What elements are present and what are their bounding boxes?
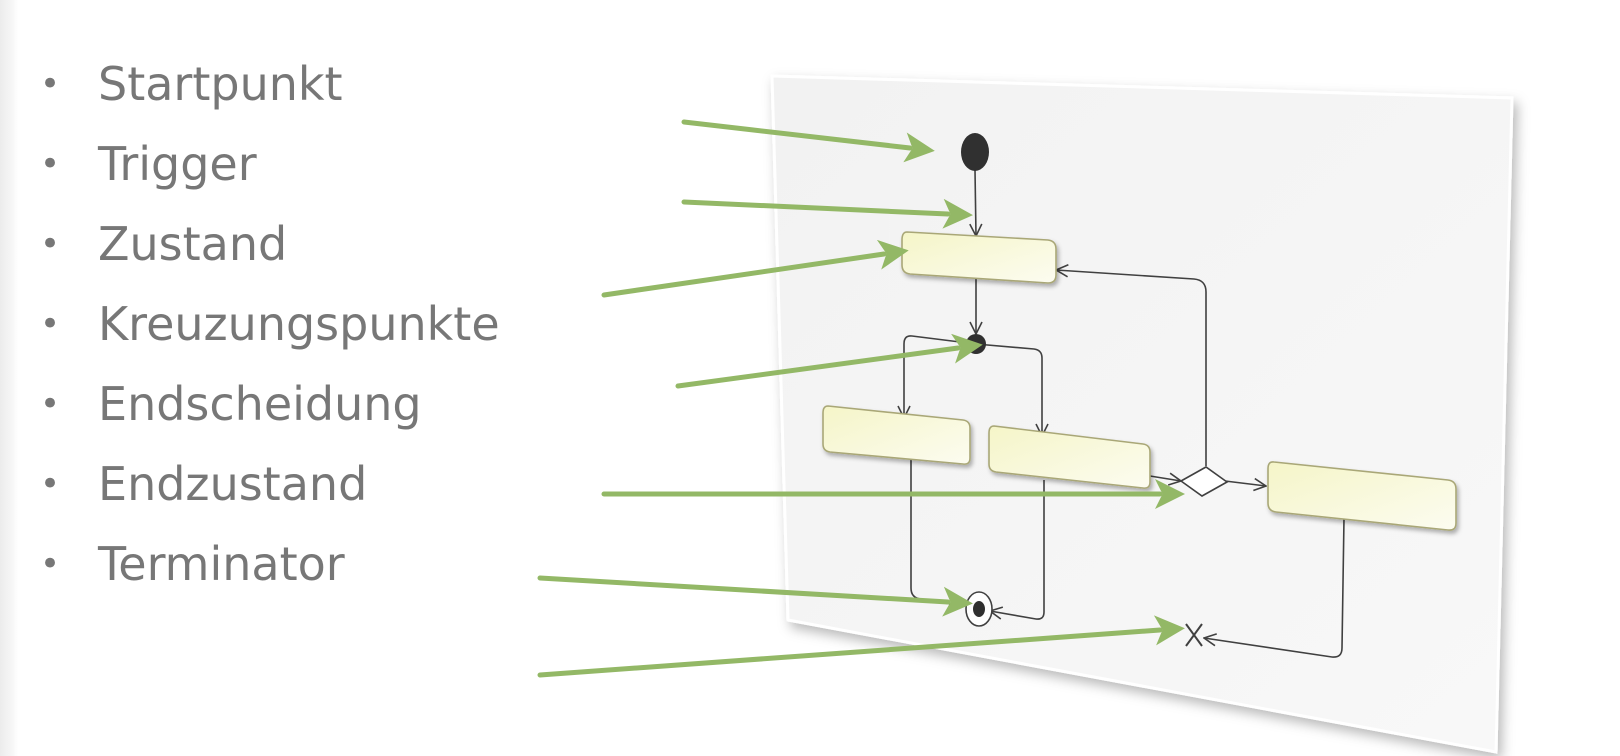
pointer-arrow-zustand (601, 239, 909, 298)
bullet-icon: • (40, 304, 61, 344)
edge-right-state-to-terminator (1204, 517, 1345, 658)
state-box-top (901, 231, 1057, 284)
terminator-x-icon (1185, 623, 1203, 647)
edge-decision-loop-back (1056, 270, 1207, 466)
pointer-arrow-kreuzungspunkte (675, 333, 983, 389)
list-item-startpunkt: • Startpunkt (30, 44, 500, 124)
bullet-icon: • (40, 384, 61, 424)
junction-node (966, 334, 986, 354)
edge-junction-left (904, 335, 977, 418)
edge-start-to-state (975, 169, 976, 236)
term-label: Kreuzungspunkte (98, 297, 500, 351)
bullet-icon: • (40, 544, 61, 584)
list-item-kreuzungspunkte: • Kreuzungspunkte (30, 284, 500, 364)
pointer-arrow-terminator (537, 615, 1185, 678)
state-box-right (1267, 461, 1457, 531)
bullet-icon: • (40, 224, 61, 264)
pointer-arrows (537, 119, 1185, 678)
state-box-left (822, 405, 971, 465)
pointer-arrow-trigger (681, 198, 973, 229)
term-label: Terminator (98, 537, 345, 591)
start-node (961, 133, 989, 171)
pointer-arrow-endzustand (537, 575, 973, 617)
state-boxes (822, 231, 1457, 531)
term-label: Zustand (98, 217, 288, 271)
pointer-arrow-startpunkt (681, 119, 935, 163)
bullet-icon: • (40, 464, 61, 504)
bullet-icon: • (40, 64, 61, 104)
bullet-icon: • (40, 144, 61, 184)
edge-junction-right (975, 343, 1042, 436)
term-label: Startpunkt (98, 57, 343, 111)
term-label: Endzustand (98, 457, 368, 511)
list-item-terminator: • Terminator (30, 524, 500, 604)
state-box-middle (988, 425, 1151, 489)
list-item-trigger: • Trigger (30, 124, 500, 204)
diagram-edges (904, 169, 1345, 658)
list-item-zustand: • Zustand (30, 204, 500, 284)
edge-mid-state-to-final (990, 480, 1045, 620)
term-label: Trigger (98, 137, 257, 191)
final-state-node (965, 591, 993, 627)
list-item-endscheidung: • Endscheidung (30, 364, 500, 444)
slide-left-strip (0, 0, 18, 756)
decision-diamond (1179, 466, 1229, 497)
edge-decision-to-right-state (1224, 481, 1266, 486)
term-label: Endscheidung (98, 377, 422, 431)
list-item-endzustand: • Endzustand (30, 444, 500, 524)
term-list: • Startpunkt • Trigger • Zustand • Kreuzungs… (30, 44, 500, 604)
